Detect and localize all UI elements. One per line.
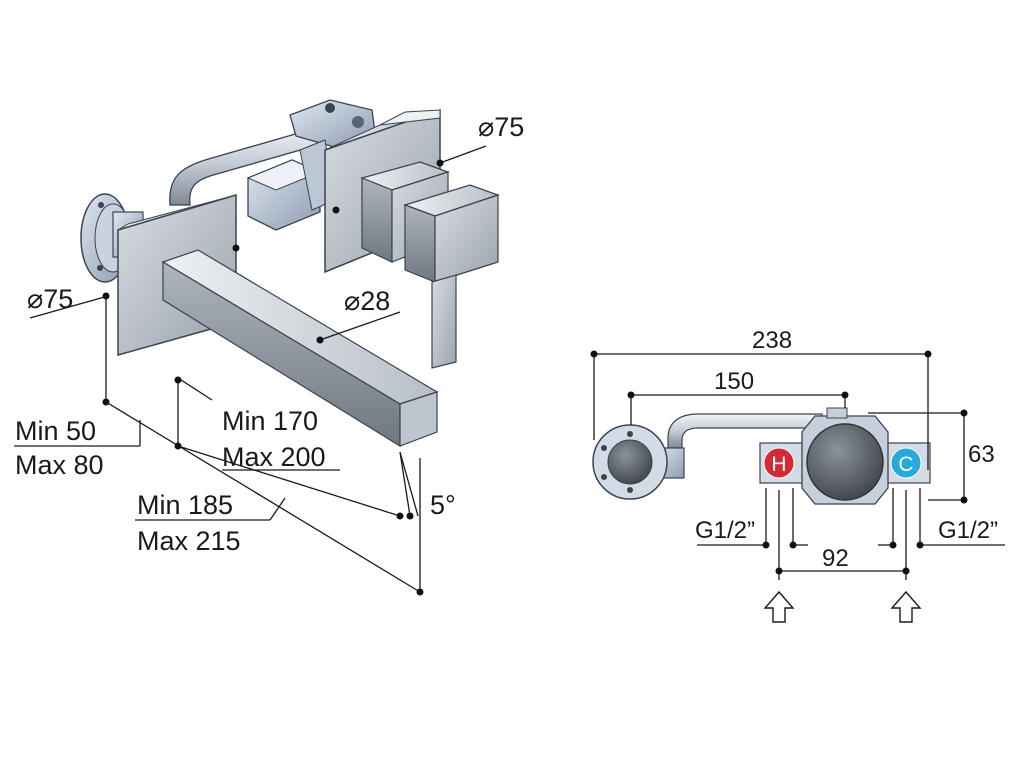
- inlet-spacing-label: 92: [822, 545, 849, 572]
- depth-3-min: Min 185: [137, 490, 233, 520]
- angle-label: 5°: [430, 490, 456, 520]
- isometric-view: ⌀75 ⌀75 ⌀28 Min 50 Max 80 Min 170 Max 20…: [14, 99, 524, 596]
- dia-label-left: ⌀75: [27, 284, 73, 314]
- depth-3-max: Max 215: [137, 526, 241, 556]
- overall-width-label: 238: [752, 327, 792, 354]
- height-label: 63: [968, 441, 995, 468]
- spout: [161, 249, 439, 448]
- cold-inlet-badge: C: [890, 447, 922, 479]
- depth-1-max: Max 80: [15, 450, 104, 480]
- depth-2-max: Max 200: [222, 442, 326, 472]
- mixer-handle: [360, 161, 500, 369]
- iso-dimension-lines: [14, 145, 487, 596]
- inlet-arrow-cold-icon: [890, 590, 922, 623]
- dia-label-spout: ⌀28: [344, 286, 390, 316]
- inlet-arrow-hot-icon: [763, 590, 795, 623]
- top-left-flange: [592, 424, 685, 500]
- dia-label-right: ⌀75: [478, 112, 524, 142]
- thread-left-label: G1/2”: [695, 517, 755, 544]
- depth-1-min: Min 50: [15, 416, 96, 446]
- top-view: H C: [590, 327, 1005, 623]
- cold-label: C: [898, 453, 913, 476]
- thread-right-label: G1/2”: [938, 517, 998, 544]
- hot-inlet-badge: H: [763, 447, 795, 479]
- depth-2-min: Min 170: [222, 406, 318, 436]
- hot-label: H: [771, 453, 786, 476]
- center-spacing-label: 150: [714, 368, 754, 395]
- top-dimension-lines: [590, 350, 1005, 580]
